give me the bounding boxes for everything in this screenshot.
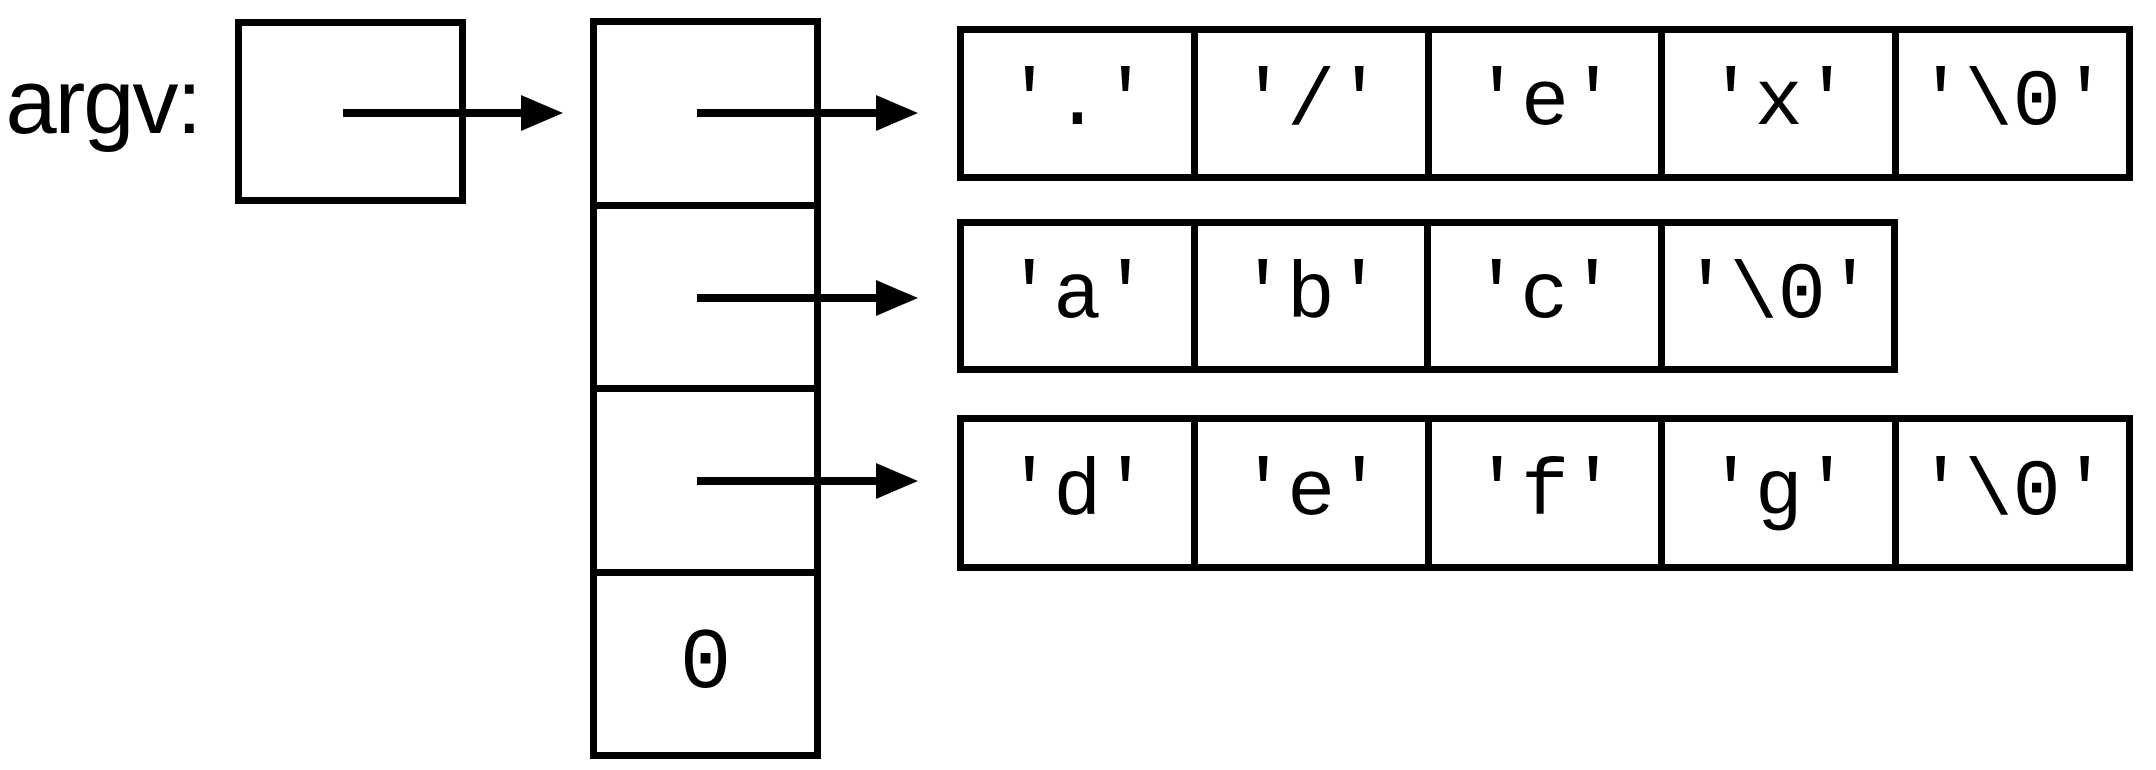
char-cell: '\0' (1892, 33, 2126, 174)
argv-pointer-box (235, 19, 466, 204)
pointer-array-cell-1 (597, 201, 814, 386)
char-array-row-2: 'd' 'e' 'f' 'g' '\0' (957, 415, 2133, 571)
pointer-array-box: 0 (590, 18, 821, 759)
char-cell: 'd' (1005, 447, 1150, 539)
char-cell: '\0' (1892, 422, 2126, 564)
char-cell: 'c' (1424, 226, 1658, 366)
pointer-array-null-cell: 0 (597, 568, 814, 753)
pointer-array-cell-0 (597, 25, 814, 202)
char-cell: 'g' (1658, 422, 1892, 564)
char-cell: '.' (1005, 58, 1150, 149)
char-cell: 'a' (1005, 250, 1150, 342)
char-cell: '/' (1190, 33, 1425, 174)
argv-label: argv: (5, 50, 202, 153)
char-cell: '\0' (1657, 226, 1892, 366)
char-cell: 'e' (1190, 422, 1425, 564)
char-array-row-0: '.' '/' 'e' 'x' '\0' (957, 26, 2133, 181)
char-cell: 'b' (1190, 226, 1425, 366)
pointer-array-cell-2 (597, 385, 814, 569)
char-cell: 'e' (1424, 33, 1659, 174)
char-array-row-1: 'a' 'b' 'c' '\0' (957, 219, 1898, 373)
char-cell: 'f' (1424, 422, 1659, 564)
char-cell: 'x' (1658, 33, 1892, 174)
